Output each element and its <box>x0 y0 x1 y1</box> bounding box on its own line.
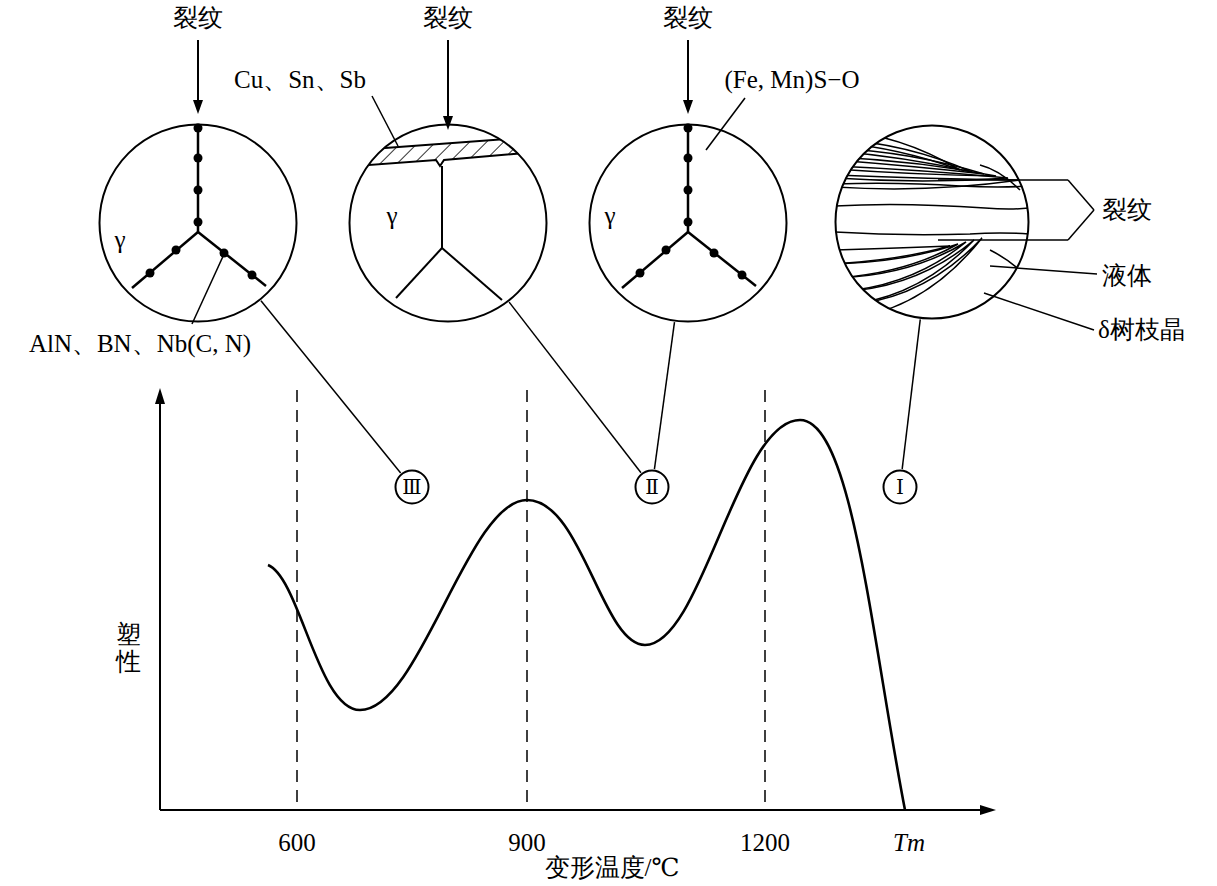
inclusion-label: (Fe, Mn)S−O <box>725 66 860 94</box>
x-arrow <box>980 805 996 815</box>
micro-circle: 裂纹液体δ树枝晶 <box>834 124 1030 320</box>
precipitate-label: AlN、BN、Nb(C, N) <box>29 330 251 358</box>
micro-circle: γ <box>588 123 788 323</box>
node-label: γ <box>604 202 615 230</box>
tick-label: 600 <box>278 829 316 857</box>
node-label: γ <box>386 202 397 230</box>
zone-number: Ⅲ <box>394 469 430 505</box>
delta-dendrites <box>834 130 1030 320</box>
precipitate-dots <box>146 124 747 280</box>
node-label: γ <box>114 226 125 254</box>
circle-outline <box>588 123 788 323</box>
grain-boundaries-3 <box>622 124 756 288</box>
node-label: 裂纹 <box>1102 196 1152 224</box>
zone-number: Ⅰ <box>882 469 918 505</box>
node-label: δ树枝晶 <box>1098 316 1185 344</box>
y-axis <box>159 396 161 810</box>
crack-arrows <box>193 40 693 130</box>
zone-number: Ⅱ <box>634 469 670 505</box>
crack-label: 裂纹 <box>423 4 473 32</box>
tick-label: Tm <box>893 829 925 857</box>
plasticity-curve <box>268 420 905 810</box>
micro-circle: γ <box>348 123 548 323</box>
dashed-guides <box>297 390 765 808</box>
crack-label: 裂纹 <box>173 4 223 32</box>
axis-title: 塑性 <box>116 621 141 676</box>
circle-outline <box>834 124 1030 320</box>
x-axis <box>160 809 986 811</box>
leader-connector <box>509 302 641 473</box>
crack-label: 裂纹 <box>663 4 713 32</box>
element-label: Cu、Sn、Sb <box>234 66 366 94</box>
y-arrow <box>155 388 165 404</box>
zone-numeral: Ⅱ <box>645 476 659 498</box>
grain-boundaries-1 <box>132 124 266 288</box>
tick-label: 900 <box>508 829 546 857</box>
micro-circle: γ <box>98 123 298 323</box>
leader-connector <box>654 322 674 469</box>
tick-label: 1200 <box>740 829 790 857</box>
zone-numeral: Ⅰ <box>896 476 904 498</box>
leader-connector <box>261 301 401 473</box>
circle-outline <box>98 123 298 323</box>
axis-title: 变形温度/℃ <box>545 854 680 882</box>
leader-lines <box>192 96 1097 330</box>
grain-boundaries-2 <box>356 137 536 300</box>
leader-connector <box>902 319 920 469</box>
zone-numeral: Ⅲ <box>402 476 421 498</box>
node-label: 液体 <box>1102 262 1152 290</box>
circle-outline <box>348 123 548 323</box>
